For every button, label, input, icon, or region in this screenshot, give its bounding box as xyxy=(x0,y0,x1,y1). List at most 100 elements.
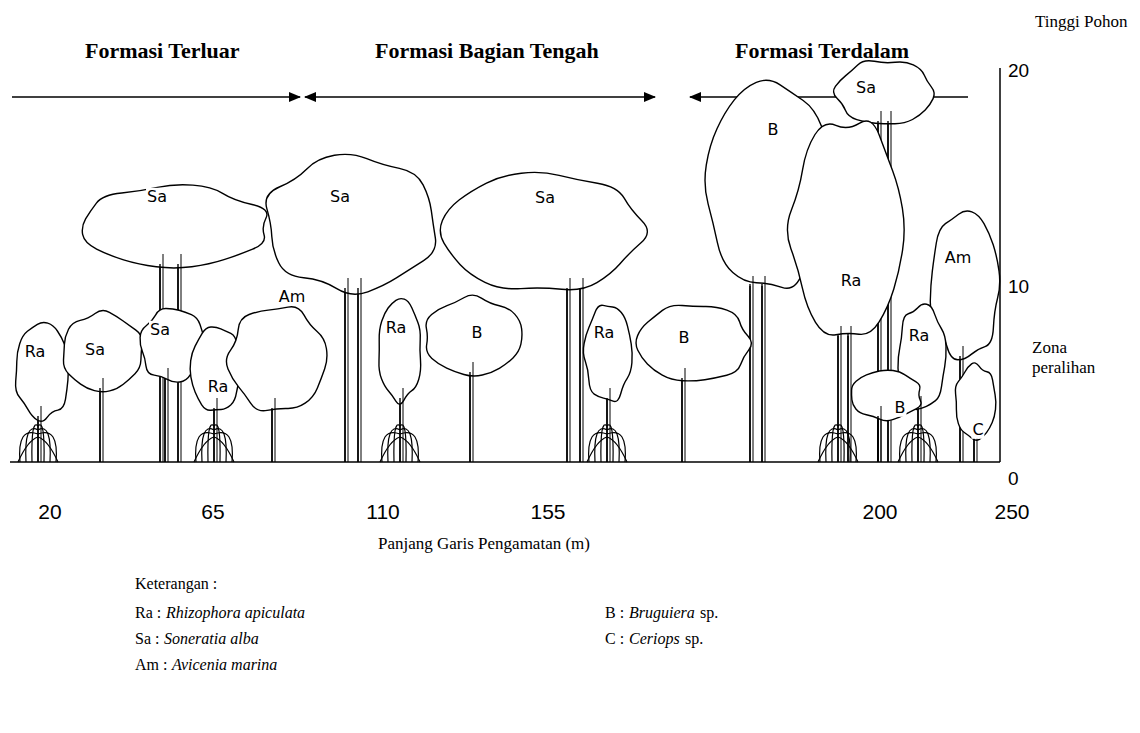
tree-trunk xyxy=(761,284,762,462)
axis-number: 200 xyxy=(862,500,897,524)
legend-text: Sa : xyxy=(135,630,159,648)
species-label: Sa xyxy=(84,341,106,359)
prop-root xyxy=(898,437,938,462)
prop-root xyxy=(400,425,406,462)
species-label: Ra xyxy=(908,327,931,345)
species-label: Sa xyxy=(146,188,168,206)
mangrove-tree xyxy=(379,299,421,462)
tree-trunk xyxy=(753,276,754,462)
tree-trunk xyxy=(841,326,842,462)
species-label: B xyxy=(894,399,907,417)
tree-trunk xyxy=(275,398,276,462)
legend-text: Ra : xyxy=(135,604,161,622)
tree-trunk xyxy=(164,376,165,462)
tree-trunk xyxy=(685,368,686,462)
tree-trunk xyxy=(917,404,918,462)
tree-trunk xyxy=(37,416,38,462)
tree-trunk xyxy=(877,414,878,462)
zone-heading: Formasi Terluar xyxy=(85,38,240,63)
prop-root xyxy=(32,425,38,462)
prop-root xyxy=(194,437,234,462)
species-label: Ra xyxy=(207,378,230,396)
tree-trunk xyxy=(399,396,400,462)
species-label: Ra xyxy=(24,343,47,361)
prop-root xyxy=(587,437,627,462)
tree-crown xyxy=(440,172,647,289)
prop-root xyxy=(832,425,838,462)
axes xyxy=(10,68,1000,462)
legend-text: sp. xyxy=(685,630,703,648)
tree-trunk xyxy=(566,288,567,462)
prop-root xyxy=(380,437,420,462)
tree-trunk xyxy=(357,288,358,462)
prop-root xyxy=(38,425,44,462)
prop-root xyxy=(838,425,844,462)
axis-number: 65 xyxy=(201,500,224,524)
tree-trunk xyxy=(344,288,345,462)
zone-heading: Formasi Terdalam xyxy=(735,38,909,63)
prop-root xyxy=(818,437,858,462)
tree-crown xyxy=(852,370,921,421)
tree-crown xyxy=(266,154,436,294)
tree-trunk xyxy=(41,406,42,462)
mangrove-tree xyxy=(852,370,921,462)
tree-trunk xyxy=(271,408,272,462)
tree-crown xyxy=(955,363,995,440)
mangrove-trees xyxy=(16,61,1000,462)
tree-crown xyxy=(226,307,327,411)
axis-number: 20 xyxy=(1008,60,1029,82)
species-label: C xyxy=(971,421,984,439)
species-label: Sa xyxy=(329,188,351,206)
tree-trunk xyxy=(344,286,345,462)
species-label: B xyxy=(767,121,780,139)
axis-number: 20 xyxy=(38,500,61,524)
tree-trunk xyxy=(271,406,272,462)
tree-trunk xyxy=(583,278,584,462)
tree-crown xyxy=(787,121,904,335)
legend-text: B : xyxy=(605,604,624,622)
mangrove-tree xyxy=(636,305,751,462)
tree-trunk xyxy=(469,370,470,462)
tree-trunk xyxy=(579,288,580,462)
tree-crown xyxy=(82,185,267,268)
species-label: B xyxy=(471,324,484,342)
tree-trunk xyxy=(469,372,470,462)
prop-root xyxy=(208,425,214,462)
text-label: Tinggi Pohon xyxy=(1035,12,1127,32)
tree-crown xyxy=(834,61,935,124)
prop-root xyxy=(38,433,56,462)
tree-trunk xyxy=(103,378,104,462)
species-label: Am xyxy=(278,288,307,306)
prop-root xyxy=(607,433,625,462)
species-label: Ra xyxy=(593,324,616,342)
species-label: Ra xyxy=(385,319,408,337)
tree-trunk xyxy=(213,408,214,462)
prop-root xyxy=(918,425,924,462)
prop-root xyxy=(918,433,936,462)
mangrove-tree xyxy=(583,305,632,462)
prop-root xyxy=(912,425,918,462)
prop-root xyxy=(394,425,400,462)
tree-trunk xyxy=(606,396,607,462)
tree-crown xyxy=(636,305,751,381)
prop-root xyxy=(838,433,856,462)
axis-number: 10 xyxy=(1008,276,1029,298)
tree-crown xyxy=(583,305,632,401)
axis-number: 110 xyxy=(366,500,399,524)
tree-trunk xyxy=(749,284,750,462)
tree-trunk xyxy=(164,378,165,462)
prop-root xyxy=(214,433,232,462)
tree-trunk xyxy=(877,416,878,462)
prop-root xyxy=(900,433,918,462)
tree-crown xyxy=(379,299,421,405)
tree-trunk xyxy=(579,286,580,462)
tree-trunk xyxy=(473,362,474,462)
prop-root xyxy=(820,433,838,462)
prop-root xyxy=(214,425,220,462)
text-label: Panjang Garis Pengamatan (m) xyxy=(378,534,590,554)
legend-text: Keterangan : xyxy=(135,575,217,593)
tree-trunk xyxy=(681,378,682,462)
tree-trunk xyxy=(217,398,218,462)
tree-trunk xyxy=(361,278,362,462)
